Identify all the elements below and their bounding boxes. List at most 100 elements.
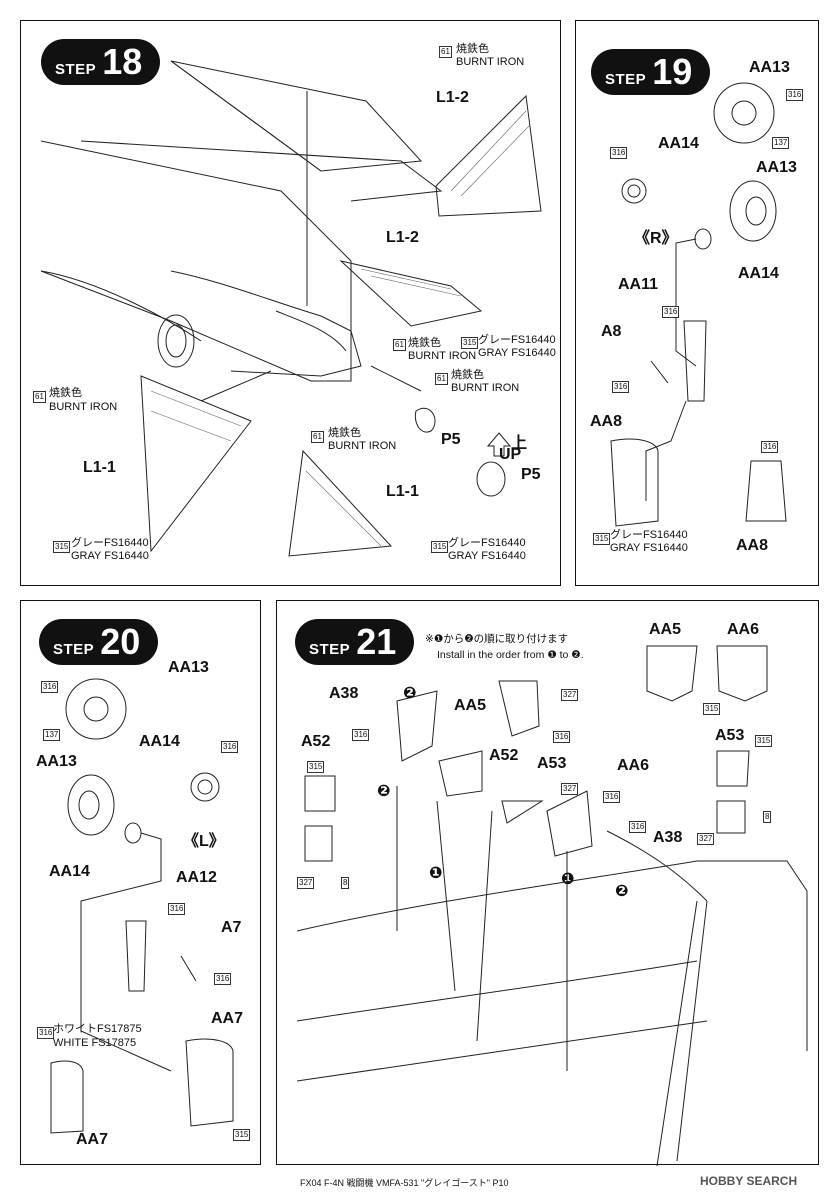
code-315: 315	[755, 735, 773, 747]
step-19-panel: STEP 19 AA13 316 137 AA14 316 AA13 《R》 A…	[575, 20, 819, 586]
burnt-iron-en: BURNT IRON	[456, 56, 525, 68]
step-number: 20	[100, 621, 141, 662]
step-21-panel: STEP 21 ※❶から❷の順に取り付けます Install in the or…	[276, 600, 819, 1166]
code-327: 327	[561, 783, 579, 795]
code-315: 315	[431, 541, 449, 553]
burnt-iron-en: BURNT IRON	[451, 382, 520, 394]
part-AA13: AA13	[168, 659, 209, 676]
code-315: 315	[233, 1129, 251, 1141]
burnt-iron-jp: 焼鉄色	[456, 43, 489, 55]
code-61: 61	[311, 431, 324, 443]
gray-en: GRAY FS16440	[71, 550, 149, 562]
part-AA14: AA14	[738, 265, 779, 282]
code-315: 315	[703, 703, 721, 715]
gray-en: GRAY FS16440	[448, 550, 526, 562]
part-L1-1: L1-1	[83, 459, 116, 476]
white-en: WHITE FS17875	[53, 1037, 137, 1049]
code-316: 316	[662, 306, 680, 318]
part-AA6: AA6	[617, 757, 650, 774]
part-AA7: AA7	[76, 1131, 109, 1148]
part-AA14: AA14	[49, 863, 90, 880]
code-316: 316	[214, 973, 232, 985]
part-A38: A38	[329, 685, 359, 702]
step-18-panel: STEP 18	[20, 20, 561, 586]
code-316: 316	[761, 441, 779, 453]
burnt-iron-jp: 焼鉄色	[451, 369, 484, 381]
code-316: 316	[221, 741, 239, 753]
step-word: STEP	[605, 71, 647, 88]
side-L: 《L》	[183, 833, 225, 850]
part-A52: A52	[489, 747, 519, 764]
gray-jp: グレーFS16440	[610, 529, 688, 541]
code-316: 316	[168, 903, 186, 915]
step-20-drawing	[50, 678, 234, 1134]
order-1: ❶	[561, 871, 575, 888]
part-AA8: AA8	[736, 537, 769, 554]
part-A7: A7	[221, 919, 242, 936]
step-18-badge: STEP 18	[41, 39, 161, 85]
code-137: 137	[772, 137, 790, 149]
code-61: 61	[33, 391, 46, 403]
code-316: 316	[786, 89, 804, 101]
part-AA13: AA13	[749, 59, 790, 76]
part-AA14: AA14	[139, 733, 180, 750]
gray-en: GRAY FS16440	[478, 347, 556, 359]
code-316: 316	[352, 729, 370, 741]
step-number: 18	[102, 41, 143, 82]
order-1: ❶	[429, 865, 443, 882]
step-21-drawing	[296, 645, 808, 1166]
up-en: UP	[499, 446, 522, 463]
step-word: STEP	[55, 61, 97, 78]
order-2: ❷	[403, 685, 417, 702]
code-327: 327	[297, 877, 315, 889]
code-315: 315	[461, 337, 479, 349]
part-AA8: AA8	[590, 413, 623, 430]
code-316: 316	[553, 731, 571, 743]
code-316: 316	[37, 1027, 55, 1039]
step-21-badge: STEP 21	[295, 619, 415, 665]
code-61: 61	[393, 339, 406, 351]
part-L1-2: L1-2	[436, 89, 469, 106]
part-AA5: AA5	[649, 621, 682, 638]
order-2: ❷	[615, 883, 629, 900]
part-AA11: AA11	[618, 276, 659, 293]
code-316: 316	[629, 821, 647, 833]
code-137: 137	[43, 729, 61, 741]
code-316: 316	[41, 681, 59, 693]
part-A8: A8	[601, 323, 622, 340]
step-19-drawing	[610, 82, 787, 527]
order-note-en: Install in the order from ❶ to ❷.	[437, 649, 584, 661]
step-word: STEP	[309, 641, 351, 658]
gray-en: GRAY FS16440	[610, 542, 688, 554]
step-number: 21	[356, 621, 397, 662]
step-number: 19	[652, 51, 693, 92]
burnt-iron-jp: 焼鉄色	[49, 387, 82, 399]
code-327: 327	[697, 833, 715, 845]
part-AA5: AA5	[454, 697, 487, 714]
burnt-iron-en: BURNT IRON	[328, 440, 397, 452]
burnt-iron-en: BURNT IRON	[49, 401, 118, 413]
code-315: 315	[307, 761, 325, 773]
code-315: 315	[593, 533, 611, 545]
burnt-iron-en: BURNT IRON	[408, 350, 477, 362]
part-A52: A52	[301, 733, 331, 750]
code-315: 315	[53, 541, 71, 553]
code-316: 316	[610, 147, 628, 159]
part-L1-1: L1-1	[386, 483, 419, 500]
code-327: 327	[561, 689, 579, 701]
gray-jp: グレーFS16440	[448, 537, 526, 549]
step-19-badge: STEP 19	[591, 49, 711, 95]
code-8: 8	[763, 811, 772, 823]
part-AA13: AA13	[756, 159, 797, 176]
gray-jp: グレーFS16440	[71, 537, 149, 549]
part-AA6: AA6	[727, 621, 760, 638]
part-AA12: AA12	[176, 869, 217, 886]
code-8: 8	[341, 877, 350, 889]
step-18-drawing	[40, 60, 542, 557]
order-2: ❷	[377, 783, 391, 800]
gray-jp: グレーFS16440	[478, 334, 556, 346]
step-20-panel: STEP 20 AA13 316 137 AA14 316 AA13 《L》 A…	[20, 600, 261, 1165]
step-20-badge: STEP 20	[39, 619, 159, 665]
burnt-iron-jp: 焼鉄色	[328, 427, 361, 439]
part-A53: A53	[715, 727, 745, 744]
